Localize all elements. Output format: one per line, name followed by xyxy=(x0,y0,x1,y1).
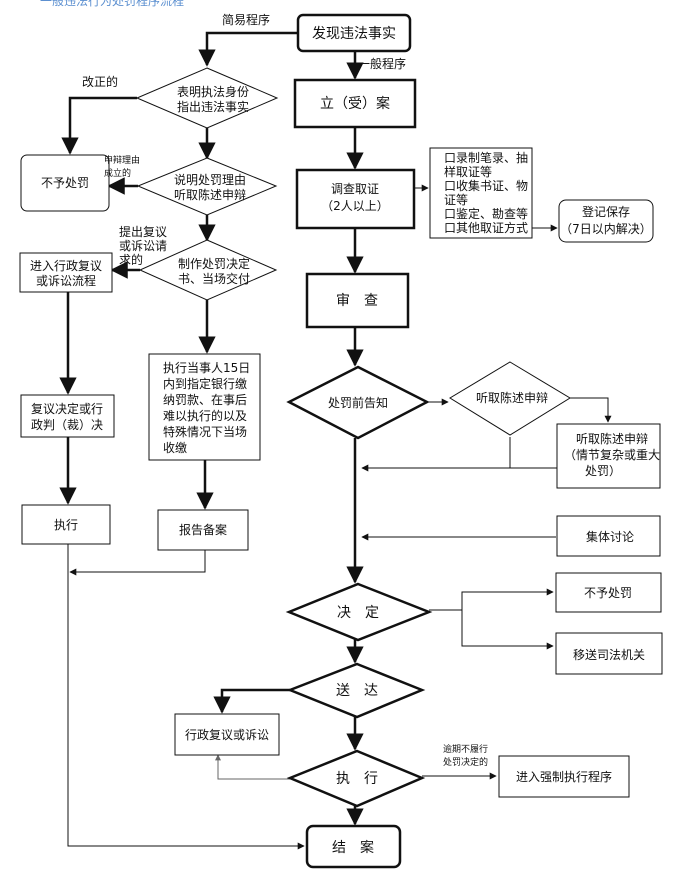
node-no-penalty-right xyxy=(555,572,662,613)
node-evidence-line4: 证等 xyxy=(444,193,468,207)
label-appeal-1: 提出复议 xyxy=(119,224,167,239)
node-execute-payment-line2: 内到指定银行缴 xyxy=(163,376,247,391)
node-decide xyxy=(285,582,433,642)
node-evidence-methods xyxy=(429,147,533,239)
arrow-decide-transfer xyxy=(461,610,554,650)
node-review-decision xyxy=(20,394,115,438)
arrow-discover-simple xyxy=(198,31,298,67)
label-overdue-1: 逾期不履行 xyxy=(443,743,488,755)
node-execute-main-text: 执 行 xyxy=(336,771,378,787)
arrow-left-close xyxy=(67,544,305,850)
node-execute-left xyxy=(21,504,111,545)
node-hearing-complex xyxy=(556,423,661,489)
node-no-penalty-right-text: 不予处罚 xyxy=(584,586,632,600)
label-corrected: 改正的 xyxy=(82,74,118,89)
node-report-file-text: 报告备案 xyxy=(179,522,227,537)
node-pre-notice xyxy=(286,365,430,440)
node-make-decision-line2: 书、当场交付 xyxy=(178,271,250,286)
label-defense-1: 申辩理由 xyxy=(104,154,140,166)
node-execute-payment-line6: 收缴 xyxy=(163,440,187,455)
node-explain-line1: 说明处罚理由 xyxy=(174,172,246,187)
node-review-decision-line1: 复议决定或行 xyxy=(31,401,103,416)
node-no-penalty-left xyxy=(20,154,110,212)
node-evidence-line5: 口鉴定、勘查等 xyxy=(444,206,528,221)
node-make-decision-line1: 制作处罚决定 xyxy=(178,256,250,271)
label-overdue-2: 处罚决定的 xyxy=(443,756,488,768)
label-defense-2: 成立的 xyxy=(104,167,131,179)
node-discover-text: 发现违法事实 xyxy=(312,26,396,42)
top-title: 一般违法行为处罚程序流程 xyxy=(40,0,184,8)
arrow-hear-return xyxy=(361,437,511,472)
node-register-save-line2: （7日以内解决） xyxy=(560,222,652,236)
node-hearing-complex-line1: 听取陈述申辩 xyxy=(576,431,648,446)
node-review xyxy=(305,272,410,329)
node-report-file xyxy=(157,509,249,551)
arrow-execute-adminreview xyxy=(215,754,290,780)
node-register-save-line1: 登记保存 xyxy=(582,204,630,219)
node-evidence-line3: 口收集书证、物 xyxy=(444,178,528,193)
node-enter-review xyxy=(19,252,113,293)
node-hear-defense xyxy=(449,361,571,436)
node-close-case-text: 结 案 xyxy=(332,839,374,856)
node-transfer-judicial xyxy=(555,632,663,675)
arrow-hear-complex xyxy=(570,397,612,423)
node-close-case xyxy=(305,824,402,869)
node-evidence-line2: 样取证等 xyxy=(444,164,492,179)
node-explain xyxy=(136,157,278,216)
node-enter-review-line1: 进入行政复议 xyxy=(30,259,102,273)
node-force-exec-text: 进入强制执行程序 xyxy=(516,769,612,784)
node-collective xyxy=(556,515,661,557)
node-decide-text: 决 定 xyxy=(337,605,379,621)
node-execute-payment-line5: 特殊情况下当场 xyxy=(163,424,247,439)
node-evidence-line6: 口其他取证方式 xyxy=(444,220,528,235)
node-review-text: 审 查 xyxy=(336,293,378,309)
node-execute-left-text: 执行 xyxy=(54,518,78,532)
node-execute-payment-line4: 难以执行的以及 xyxy=(163,408,247,423)
label-general: 一般程序 xyxy=(358,56,406,71)
node-register-save xyxy=(558,199,654,243)
node-hear-defense-text: 听取陈述申辩 xyxy=(476,390,548,405)
node-review-decision-line2: 政判（裁）决 xyxy=(31,418,103,432)
node-make-decision xyxy=(138,239,278,301)
node-admin-review xyxy=(174,713,280,756)
arrow-serve-adminreview xyxy=(213,688,290,714)
node-identify-line2: 指出违法事实 xyxy=(177,99,249,114)
node-identify xyxy=(135,67,279,129)
node-execute-payment xyxy=(148,353,261,461)
label-simple: 简易程序 xyxy=(222,12,270,27)
node-force-exec xyxy=(498,755,630,798)
node-execute-payment-line1: 执行当事人15日 xyxy=(163,361,250,375)
node-enter-review-line2: 或诉讼流程 xyxy=(36,273,96,288)
node-hearing-complex-line3: 处罚） xyxy=(585,464,621,478)
arrow-decide-nopenalty xyxy=(461,588,554,610)
node-serve-text: 送 达 xyxy=(336,683,378,699)
label-appeal-3: 求的 xyxy=(119,252,143,267)
node-register-case-text: 立（受）案 xyxy=(320,95,390,112)
node-pre-notice-text: 处罚前告知 xyxy=(328,395,388,410)
node-explain-line2: 听取陈述申辩 xyxy=(174,187,246,202)
node-collective-text: 集体讨论 xyxy=(586,529,634,544)
node-hearing-complex-line2: （情节复杂或重大 xyxy=(564,448,660,462)
node-execute-payment-line3: 纳罚款、在事后 xyxy=(163,393,247,407)
node-evidence-line1: 口录制笔录、抽 xyxy=(444,150,528,165)
node-serve xyxy=(286,662,426,719)
arrow-corrected-nopenalty xyxy=(61,96,137,155)
arrow-report-merge xyxy=(69,550,206,576)
label-appeal-2: 或诉讼请 xyxy=(119,239,167,253)
node-investigate xyxy=(295,168,416,230)
node-investigate-line1: 调查取证 xyxy=(331,182,379,196)
node-admin-review-text: 行政复议或诉讼 xyxy=(185,728,269,742)
node-investigate-line2: （2人以上） xyxy=(321,199,389,213)
node-discover xyxy=(296,13,412,53)
node-identify-line1: 表明执法身份 xyxy=(177,84,249,99)
node-no-penalty-left-text: 不予处罚 xyxy=(41,176,89,190)
node-register-case xyxy=(293,78,417,129)
node-execute-main xyxy=(286,749,426,808)
node-transfer-judicial-text: 移送司法机关 xyxy=(573,647,645,662)
